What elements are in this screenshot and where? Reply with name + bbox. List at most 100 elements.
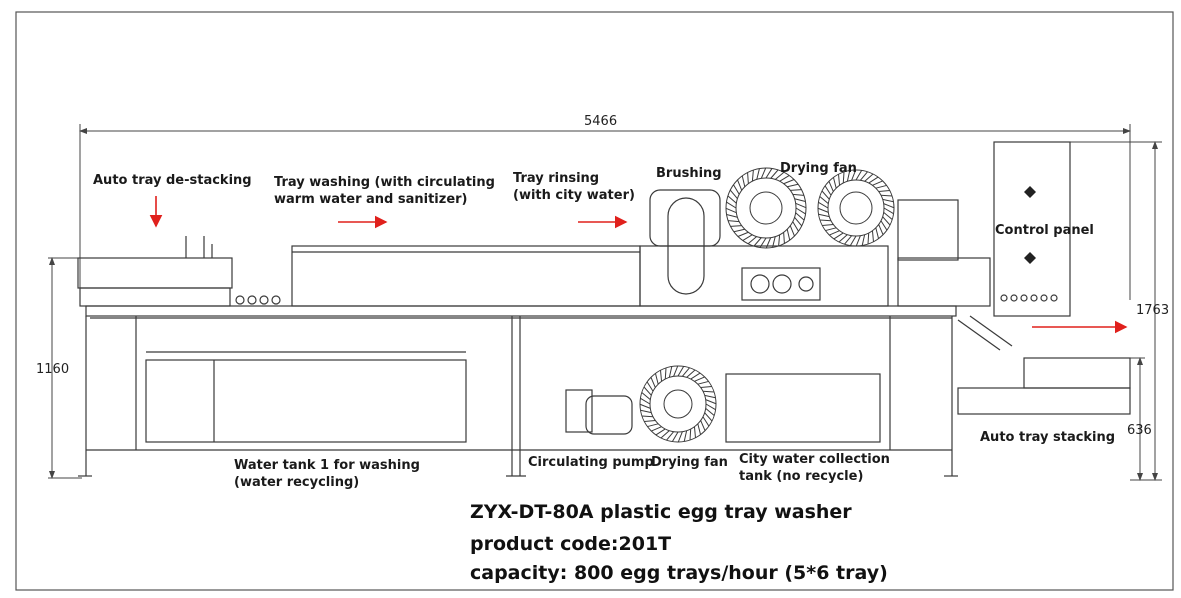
machine-body bbox=[77, 141, 1131, 477]
drying-fan-top-left bbox=[725, 167, 807, 249]
fan-blade bbox=[795, 207, 806, 215]
fan-blade bbox=[704, 412, 713, 422]
destacking-label: Auto tray de-stacking bbox=[93, 173, 252, 188]
fan-blade bbox=[882, 198, 894, 203]
fan-blade bbox=[727, 195, 737, 204]
model-title: ZYX-DT-80A plastic egg tray washer bbox=[470, 501, 852, 523]
stacking-height-value: 636 bbox=[1127, 423, 1152, 438]
fan-blade bbox=[817, 207, 829, 213]
fan-blade bbox=[829, 230, 840, 236]
fan-blade bbox=[792, 221, 799, 232]
fan-blade bbox=[833, 232, 844, 240]
circulating-pump-label: Circulating pump bbox=[528, 455, 654, 470]
fan-blade bbox=[790, 189, 802, 191]
fan-blade bbox=[726, 201, 737, 209]
fan-blade bbox=[819, 219, 832, 222]
fan-blade bbox=[825, 227, 837, 232]
fan-blade bbox=[872, 180, 883, 186]
fan-blade bbox=[838, 174, 841, 186]
water-tank-label-line1: Water tank 1 for washing bbox=[234, 458, 420, 473]
product-code: product code:201T bbox=[470, 533, 672, 555]
fan-blade bbox=[655, 428, 666, 436]
drawing-frame bbox=[15, 11, 1174, 591]
brushing-label: Brushing bbox=[656, 166, 722, 181]
fan-blade bbox=[741, 175, 746, 187]
fan-blade bbox=[728, 220, 740, 223]
fan-blade bbox=[821, 190, 830, 200]
drying-fan-top-right bbox=[817, 169, 895, 247]
city-water-label-line2: tank (no recycle) bbox=[739, 469, 864, 484]
fan-blade bbox=[883, 203, 895, 209]
fan-blade bbox=[668, 366, 673, 378]
fan-blade bbox=[671, 431, 679, 442]
drying-fan-top-label: Drying fan bbox=[780, 161, 857, 176]
fan-blade bbox=[705, 399, 717, 405]
fan-blade bbox=[697, 423, 702, 435]
fan-blade bbox=[705, 407, 715, 416]
fan-blade bbox=[778, 234, 781, 246]
fan-blade bbox=[677, 431, 683, 443]
washing-label-line2: warm water and sanitizer) bbox=[274, 192, 468, 207]
fan-blade bbox=[875, 227, 880, 239]
fan-blade bbox=[730, 225, 742, 227]
fan-blade bbox=[878, 190, 890, 193]
fan-blade bbox=[819, 196, 829, 205]
fan-blade bbox=[697, 380, 709, 385]
fan-blade bbox=[725, 207, 737, 214]
fan-blade bbox=[867, 232, 870, 245]
fan-blade bbox=[664, 367, 667, 380]
fan-blade bbox=[733, 184, 740, 195]
rinsing-label-line2: (with city water) bbox=[513, 188, 635, 203]
overall-length-value: 5466 bbox=[584, 114, 618, 129]
fan-blade bbox=[846, 170, 851, 182]
fan-blade bbox=[694, 376, 705, 382]
fan-blade bbox=[878, 224, 884, 235]
fan-blade bbox=[643, 386, 652, 396]
fan-blade bbox=[832, 177, 837, 189]
auto-stacking-label: Auto tray stacking bbox=[980, 430, 1116, 445]
fan-blade bbox=[660, 370, 663, 382]
fan-blade bbox=[647, 423, 659, 428]
fan-blade bbox=[640, 397, 651, 405]
fan-blade bbox=[651, 426, 662, 432]
fan-blade bbox=[702, 416, 710, 427]
fan-blade bbox=[729, 189, 738, 200]
fan-blade bbox=[751, 170, 754, 182]
fan-blade bbox=[677, 366, 685, 377]
drying-fan-bottom bbox=[639, 365, 717, 443]
fan-blade bbox=[838, 234, 848, 243]
fan-blade bbox=[641, 392, 651, 401]
fan-blade bbox=[818, 201, 829, 209]
fan-blade bbox=[689, 428, 692, 441]
fan-blade bbox=[824, 185, 832, 196]
fan-blade bbox=[783, 232, 785, 244]
length-dimension bbox=[79, 124, 1131, 300]
fan-blade bbox=[686, 369, 696, 378]
fan-blade bbox=[822, 223, 834, 226]
fan-blade bbox=[818, 213, 830, 218]
fan-blade bbox=[639, 403, 651, 409]
fan-blade bbox=[700, 420, 706, 431]
fan-blade bbox=[650, 377, 656, 388]
fan-blade bbox=[759, 237, 767, 248]
fan-blade bbox=[654, 373, 659, 385]
fan-blade bbox=[765, 237, 772, 249]
fan-blade bbox=[864, 173, 874, 182]
flow-arrows bbox=[149, 196, 1128, 334]
fan-blade bbox=[673, 365, 679, 377]
fan-blade bbox=[855, 170, 863, 181]
fan-blade bbox=[693, 426, 696, 438]
fan-blade bbox=[786, 229, 791, 241]
fan-blade bbox=[756, 168, 760, 180]
fan-blade bbox=[774, 171, 785, 180]
fan-blade bbox=[753, 237, 762, 247]
drying-fan-bottom-label: Drying fan bbox=[651, 455, 728, 470]
fan-blade bbox=[683, 430, 688, 442]
fan-blade bbox=[851, 169, 857, 181]
fan-blade bbox=[795, 212, 805, 221]
fan-blade bbox=[871, 230, 874, 242]
fan-blade bbox=[737, 231, 749, 237]
fan-blade bbox=[882, 216, 891, 226]
fan-blade bbox=[783, 179, 795, 185]
fan-blade bbox=[640, 409, 652, 414]
